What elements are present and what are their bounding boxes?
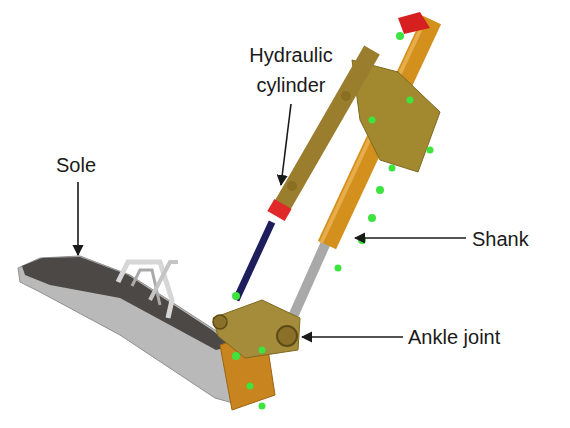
leader-arrows-shape [302, 336, 403, 338]
fastener-dots-shape [389, 165, 396, 172]
hydraulic-cylinder-part-shape [287, 181, 297, 191]
fastener-dots-shape [335, 265, 342, 272]
fastener-dots-shape [396, 32, 404, 40]
leader-arrows-shape [77, 182, 79, 255]
sole-part-shape [150, 262, 178, 300]
hydraulic-cylinder-part-shape [341, 91, 351, 101]
leader-arrows [78, 104, 466, 337]
fastener-dots-shape [232, 292, 240, 300]
leader-arrows-shape [281, 104, 291, 185]
leader-arrows-shape [355, 237, 466, 239]
part-label: Sole [56, 150, 96, 180]
hydraulic-cylinder-part-shape [276, 204, 283, 216]
sole-part-shape [22, 257, 232, 350]
shank-part-shape [398, 12, 430, 34]
ankle-joint-part-shape [213, 315, 227, 329]
part-label: Ankle joint [408, 322, 500, 352]
fastener-dots-shape [259, 347, 266, 354]
fastener-dots-shape [427, 147, 434, 154]
fastener-dots-shape [247, 383, 254, 390]
fastener-dots-shape [369, 117, 376, 124]
ankle-joint-part-shape [213, 300, 300, 358]
hydraulic-cylinder-part-shape [236, 222, 272, 300]
part-label: Shank [472, 224, 529, 254]
fastener-dots-shape [232, 352, 240, 360]
fastener-dots-shape [407, 97, 414, 104]
fastener-dots-shape [368, 214, 376, 222]
ankle-joint-part [213, 300, 300, 410]
part-label: Hydraulic cylinder [236, 40, 346, 100]
fastener-dots-shape [259, 403, 266, 410]
hydraulic-cylinder-part-shape [281, 50, 372, 208]
fastener-dots-shape [376, 186, 384, 194]
ankle-joint-part-shape [277, 326, 297, 346]
fastener-dots [232, 32, 434, 410]
